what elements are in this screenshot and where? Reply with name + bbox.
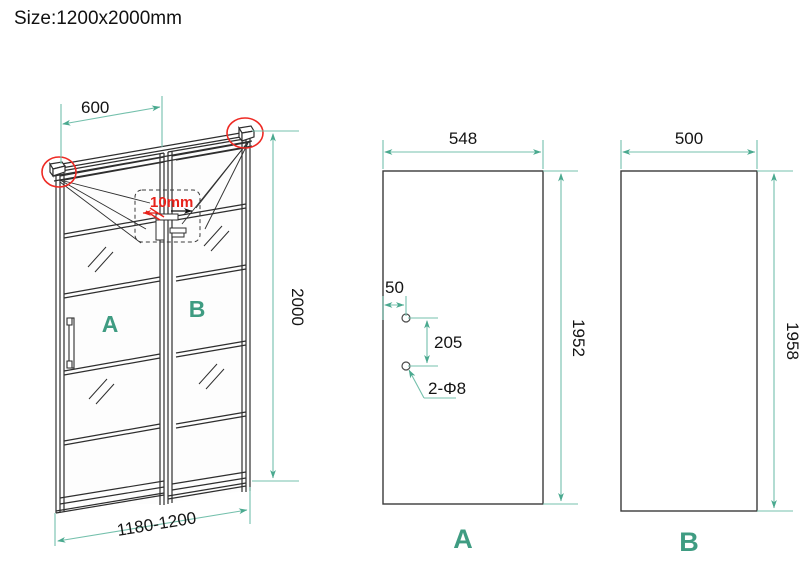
dim-panel-b-height: 1958	[757, 170, 800, 512]
iso-panel-a-frame	[55, 152, 165, 514]
dim-label-500: 500	[675, 129, 703, 148]
thickness-callout: 10mm	[134, 189, 201, 243]
iso-leader-lines	[59, 141, 249, 244]
iso-top-track	[49, 130, 253, 182]
dim-panel-a-hole-offset: 50	[382, 278, 407, 320]
dim-iso-height: 2000	[252, 130, 307, 482]
isometric-view: 10mm 600 2000	[41, 96, 307, 546]
iso-roller-brackets	[49, 125, 255, 178]
highlight-circle-left	[41, 156, 77, 188]
highlight-circle-right	[226, 117, 264, 149]
panel-a-label: A	[453, 524, 473, 554]
panel-a-outline	[382, 170, 544, 505]
iso-glass-reflections	[87, 225, 230, 405]
dim-label-600: 600	[81, 98, 109, 117]
iso-panel-label-a: A	[102, 311, 119, 337]
dim-label-2000: 2000	[288, 288, 307, 326]
dim-panel-a-height: 1952	[543, 170, 588, 505]
hole-callout: 2-Φ8	[408, 369, 466, 399]
highlight-circles	[41, 117, 264, 188]
panel-a-view: 548 1952 50	[382, 129, 588, 554]
thickness-callout-label: 10mm	[150, 194, 193, 211]
dim-panel-b-width: 500	[620, 129, 758, 169]
iso-glass-fills	[63, 138, 249, 504]
dim-label-205: 205	[434, 333, 462, 352]
dim-label-1180-1200: 1180-1200	[116, 508, 198, 540]
dim-panel-a-width: 548	[382, 129, 544, 169]
dim-label-50: 50	[385, 278, 404, 297]
dim-label-1952: 1952	[569, 319, 588, 357]
panel-b-outline	[620, 170, 758, 512]
panel-b-view: 500 1958 B	[620, 129, 800, 557]
dim-panel-a-hole-spacing: 205	[408, 317, 462, 367]
panel-b-label: B	[679, 527, 699, 557]
dim-iso-top-width: 600	[60, 96, 163, 164]
hole-callout-label: 2-Φ8	[428, 379, 466, 398]
dim-label-1958: 1958	[783, 322, 800, 360]
iso-panel-b-frame	[167, 137, 251, 504]
iso-panel-label-b: B	[189, 296, 206, 322]
dim-label-548: 548	[449, 129, 477, 148]
door-handle	[66, 317, 75, 369]
page-title: Size:1200x2000mm	[14, 8, 182, 29]
